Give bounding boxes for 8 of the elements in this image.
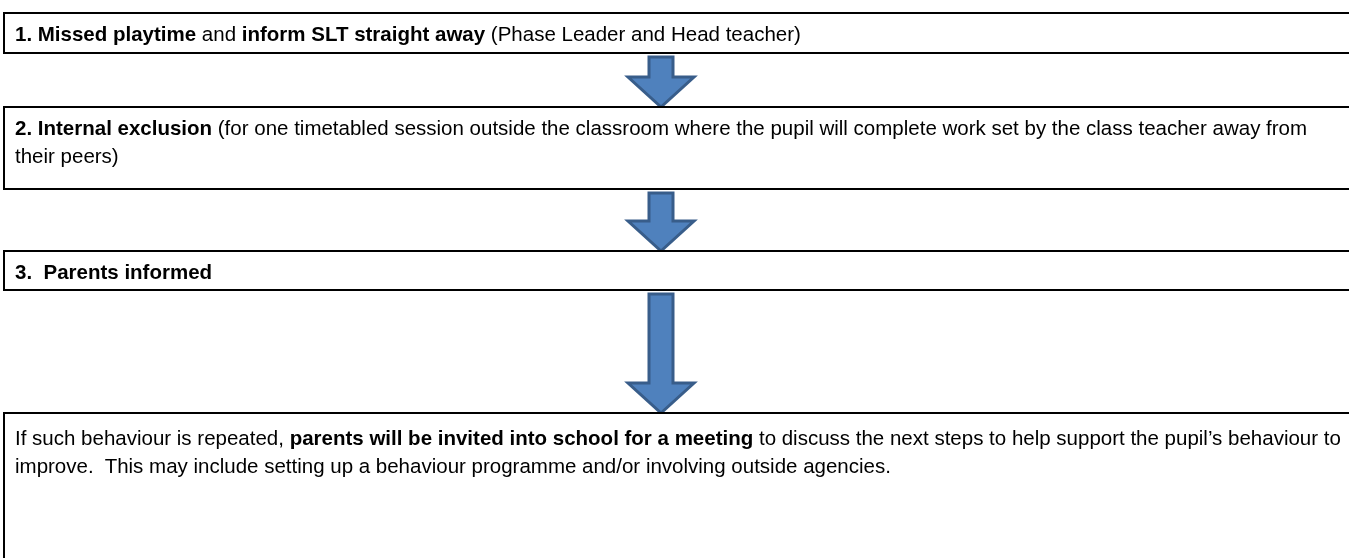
step-text: 1. Missed playtime and inform SLT straight away (Phase Leader and Head teacher) bbox=[15, 21, 802, 47]
step-box bbox=[3, 250, 1349, 291]
step-box bbox=[3, 106, 1349, 190]
step-text: If such behaviour is repeated, parents will be invited into school for a meeting to discuss the next steps to help support the pupil’s behaviour to improve. This may include setting up a behaviour programme and/or involving outside agencies. bbox=[15, 425, 1342, 479]
step-box bbox=[3, 412, 1349, 558]
step-box bbox=[3, 12, 1349, 54]
step-text: 2. Internal exclusion (for one timetabled session outside the classroom where the pupil will complete work set by the class teacher away from their peers) bbox=[15, 115, 1309, 169]
step-text: 3. Parents informed bbox=[15, 259, 214, 285]
